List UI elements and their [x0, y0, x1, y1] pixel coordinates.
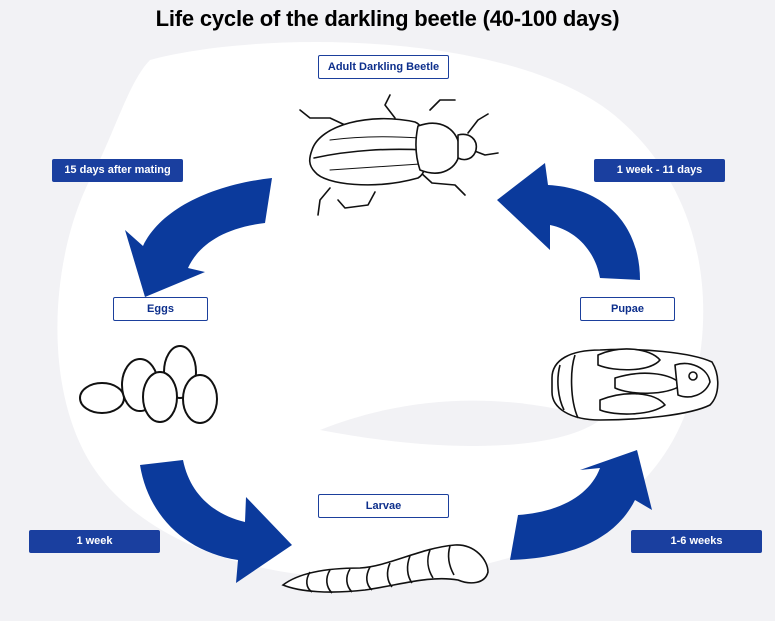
duration-eggs-to-larvae: 1 week [29, 530, 160, 553]
diagram-title: Life cycle of the darkling beetle (40-10… [155, 6, 620, 31]
pupa-illustration-icon [551, 348, 719, 421]
cycle-arrow-icon [497, 163, 640, 280]
duration-pupae-to-adult: 1 week - 11 days [594, 159, 725, 182]
stage-label-adult: Adult Darkling Beetle [318, 55, 449, 79]
cycle-arrow-icon [510, 450, 652, 560]
stage-label-larvae: Larvae [318, 494, 449, 518]
eggs-illustration-icon [79, 345, 218, 424]
cycle-arrow-icon [125, 178, 272, 297]
duration-larvae-to-pupae: 1-6 weeks [631, 530, 762, 553]
cycle-arrow-icon [140, 460, 292, 583]
beetle-illustration-icon [299, 94, 499, 216]
stage-label-eggs: Eggs [113, 297, 208, 321]
larva-illustration-icon [281, 544, 489, 594]
duration-adult-to-eggs: 15 days after mating [52, 159, 183, 182]
stage-label-pupae: Pupae [580, 297, 675, 321]
